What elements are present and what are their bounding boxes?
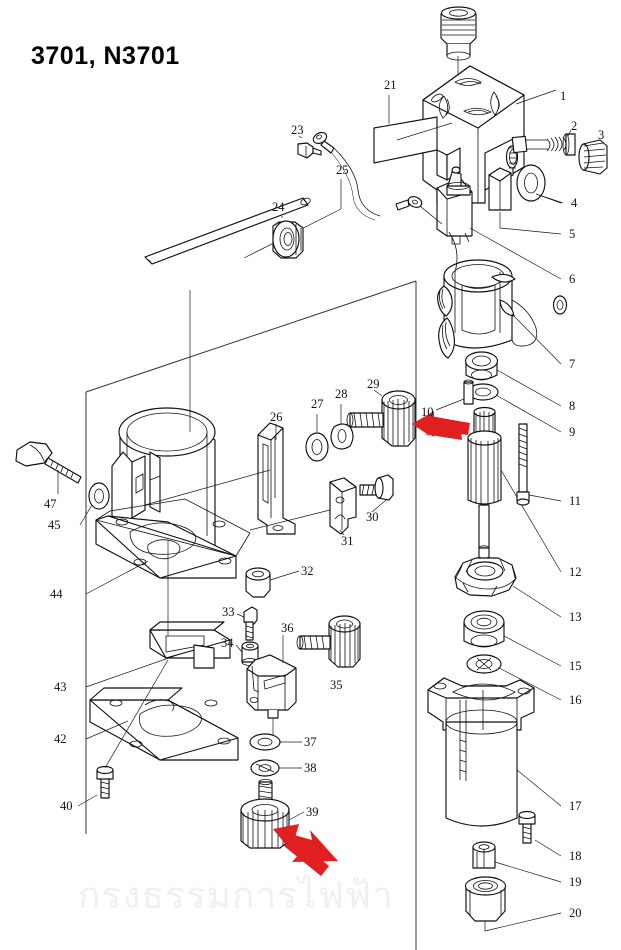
callout-13: 13 xyxy=(569,610,582,624)
part-19-collet-cone xyxy=(472,841,562,883)
part-6-switch xyxy=(436,166,562,280)
part-35-adjust-knob xyxy=(296,615,361,668)
arrow-to-part-29 xyxy=(412,411,470,440)
callout-17: 17 xyxy=(569,799,582,813)
part-21-name-plate xyxy=(373,95,453,164)
callout-3: 3 xyxy=(598,128,605,142)
part-10-insulation-sleeve xyxy=(435,379,474,411)
part-7-field-stator xyxy=(437,231,568,365)
callout-39: 39 xyxy=(306,805,319,819)
part-3-brush-holder-cap xyxy=(578,139,608,175)
callout-38: 38 xyxy=(304,761,317,775)
callout-36: 36 xyxy=(281,621,294,635)
callout-47: 47 xyxy=(44,497,57,511)
part-38-spring-washer-lower xyxy=(250,759,302,777)
callout-18: 18 xyxy=(569,849,582,863)
callout-9: 9 xyxy=(569,425,576,439)
callout-19: 19 xyxy=(569,875,582,889)
callout-10: 10 xyxy=(421,405,434,419)
part-31-stopper-plate xyxy=(249,477,357,536)
part-8-ball-bearing xyxy=(464,351,562,407)
callout-31: 31 xyxy=(341,534,354,548)
callout-44: 44 xyxy=(50,587,63,601)
part-15-ball-bearing-lower xyxy=(463,610,562,667)
part-34-spacer xyxy=(235,641,259,666)
callout-21: 21 xyxy=(384,78,397,92)
part-30-hex-socket-bolt xyxy=(359,474,394,513)
callout-11: 11 xyxy=(569,494,582,508)
callout-24: 24 xyxy=(272,200,285,214)
watermark-text: กรงธรรมการไฟฟ้า xyxy=(78,874,394,917)
callout-28: 28 xyxy=(335,387,348,401)
part-42-sub-base xyxy=(85,687,239,761)
part-37-flat-washer-lower xyxy=(249,733,302,751)
part-13-fan xyxy=(454,557,562,618)
part-11-pan-head-screw xyxy=(516,423,562,506)
part-39-clamp-knob xyxy=(240,779,305,849)
part-28-spring-washer xyxy=(330,404,354,450)
frame-divider xyxy=(85,280,417,950)
callout-6: 6 xyxy=(569,272,576,286)
arrow-to-part-39 xyxy=(273,824,338,876)
callout-7: 7 xyxy=(569,357,576,371)
callout-34: 34 xyxy=(221,636,234,650)
callout-45: 45 xyxy=(48,518,61,532)
extra-leader-lines xyxy=(535,193,562,204)
part-2-spring xyxy=(511,129,576,156)
part-24-cord-grip xyxy=(272,216,304,259)
part-5-carbon-brush xyxy=(488,167,562,235)
callout-5: 5 xyxy=(569,227,576,241)
callout-25: 25 xyxy=(336,163,349,177)
part-32-hex-nut xyxy=(245,567,300,598)
callout-42: 42 xyxy=(54,732,67,746)
callout-43: 43 xyxy=(54,680,67,694)
part-18-machine-screw xyxy=(518,810,562,857)
callout-30: 30 xyxy=(366,510,379,524)
callout-8: 8 xyxy=(569,399,576,413)
part-36-lock-lever xyxy=(246,635,297,738)
page-title: 3701, N3701 xyxy=(31,42,180,70)
part-29-clamp-knob-bolt xyxy=(346,389,416,447)
callout-40: 40 xyxy=(60,799,73,813)
callout-37: 37 xyxy=(304,735,317,749)
callout-33: 33 xyxy=(222,605,235,619)
callout-32: 32 xyxy=(301,564,314,578)
callout-27: 27 xyxy=(311,397,324,411)
part-25-power-supply-cord xyxy=(144,131,443,265)
part-4-o-ring xyxy=(516,164,564,204)
callout-20: 20 xyxy=(569,906,582,920)
callout-1: 1 xyxy=(560,89,567,103)
part-27-flat-washer xyxy=(305,414,329,462)
part-44-router-base xyxy=(85,290,251,595)
part-16-bearing-retainer xyxy=(466,654,562,701)
part-33-hex-bolt xyxy=(236,606,258,641)
part-47-wing-bolt xyxy=(15,441,82,494)
callout-16: 16 xyxy=(569,693,582,707)
part-40-pan-head-screw-base xyxy=(77,659,169,807)
callout-4: 4 xyxy=(571,196,578,210)
callout-35: 35 xyxy=(330,678,343,692)
part-26-guide-bracket xyxy=(144,422,296,535)
callout-2: 2 xyxy=(571,119,578,133)
part-23-tapping-screw xyxy=(297,135,322,159)
part-12-armature xyxy=(467,406,562,573)
part-43-base-plate xyxy=(85,540,231,688)
callout-26: 26 xyxy=(270,410,283,424)
callout-23: 23 xyxy=(291,123,304,137)
callout-15: 15 xyxy=(569,659,582,673)
part-17-motor-housing xyxy=(427,677,562,827)
callout-29: 29 xyxy=(367,377,380,391)
part-20-collet-nut xyxy=(464,876,562,932)
part-45-flat-washer-base xyxy=(79,482,110,526)
callout-12: 12 xyxy=(569,565,582,579)
